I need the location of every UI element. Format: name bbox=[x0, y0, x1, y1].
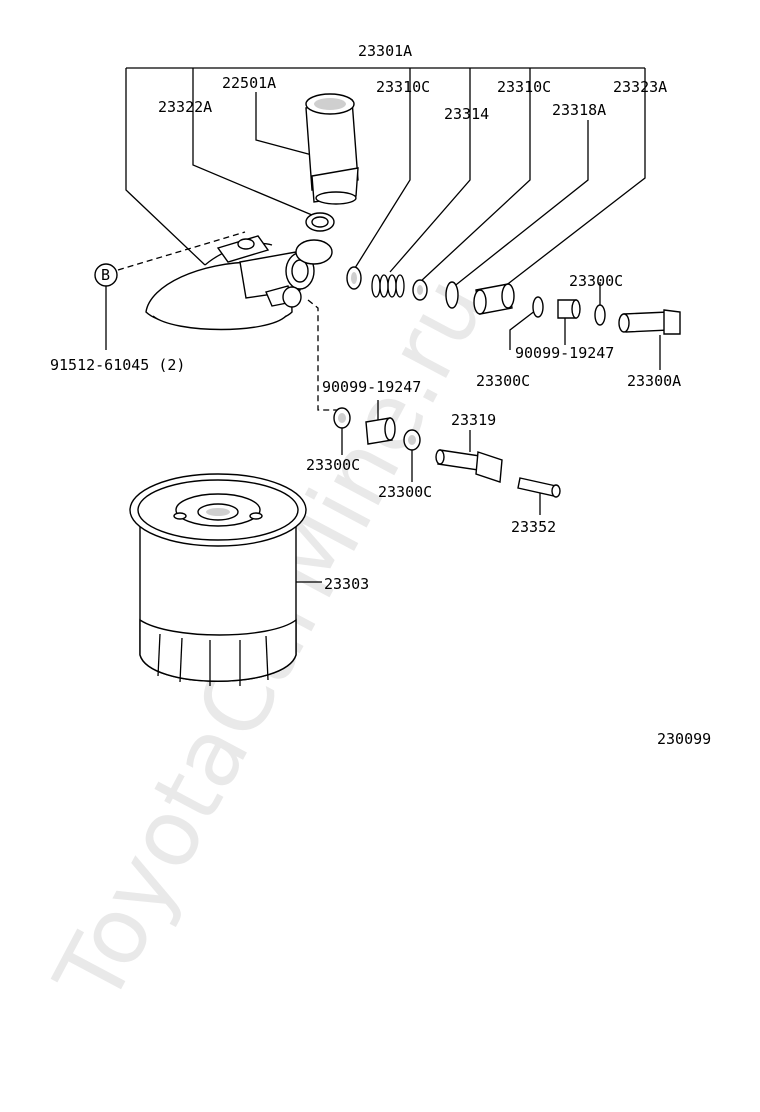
label-23310C-a: 23310C bbox=[376, 78, 430, 96]
part-23318A-gasket bbox=[445, 281, 459, 309]
part-23303-oil-filter bbox=[129, 473, 307, 686]
label-23300C-c: 23300C bbox=[306, 456, 360, 474]
part-23314-spring bbox=[371, 274, 405, 298]
label-23319: 23319 bbox=[451, 411, 496, 429]
label-23300C-b: 23300C bbox=[476, 372, 530, 390]
label-23352: 23352 bbox=[511, 518, 556, 536]
part-23300C-gasket-upper bbox=[532, 296, 544, 318]
part-90099-sleeve-upper bbox=[557, 299, 581, 319]
part-23319-bolt bbox=[435, 449, 503, 483]
part-90099-sleeve-lower bbox=[365, 417, 396, 445]
valve-housing bbox=[239, 239, 333, 308]
reference-marker-circle bbox=[94, 263, 118, 287]
label-91512-61045: 91512-61045 (2) bbox=[50, 356, 185, 374]
label-23303: 23303 bbox=[324, 575, 369, 593]
label-23300C-d: 23300C bbox=[378, 483, 432, 501]
label-23310C-b: 23310C bbox=[497, 78, 551, 96]
reference-marker-b: B bbox=[101, 266, 110, 284]
part-23323A-union bbox=[473, 283, 515, 315]
part-23300C-gasket-right bbox=[594, 304, 606, 326]
part-23310C-plug bbox=[346, 266, 362, 290]
part-23352-union bbox=[517, 477, 561, 498]
diagram-code: 230099 bbox=[657, 730, 711, 748]
label-22501A: 22501A bbox=[222, 74, 276, 92]
part-labels: 23301A 22501A 23322A 23310C 23314 23310C… bbox=[50, 42, 711, 748]
label-23323A: 23323A bbox=[613, 78, 667, 96]
label-90099-19247-a: 90099-19247 bbox=[515, 344, 614, 362]
label-23318A: 23318A bbox=[552, 101, 606, 119]
part-23310C-valve bbox=[412, 279, 428, 301]
label-23300C-a: 23300C bbox=[569, 272, 623, 290]
label-90099-19247-b: 90099-19247 bbox=[322, 378, 421, 396]
part-22501A bbox=[305, 93, 359, 205]
label-23300A: 23300A bbox=[627, 372, 681, 390]
label-23314: 23314 bbox=[444, 105, 489, 123]
label-23322A: 23322A bbox=[158, 98, 212, 116]
label-23301A: 23301A bbox=[358, 42, 412, 60]
part-23300A-bolt bbox=[618, 309, 681, 335]
